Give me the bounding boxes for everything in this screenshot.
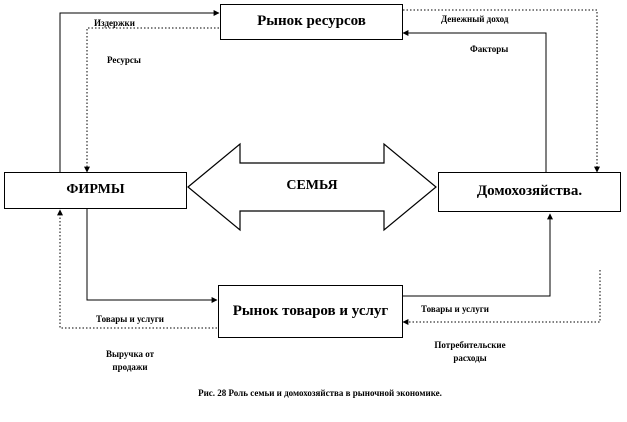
arrow-resources bbox=[84, 27, 219, 173]
revenue-label-line1: Выручка от bbox=[105, 349, 155, 359]
arrow-goods-to-market bbox=[86, 206, 218, 303]
arrow-factors bbox=[402, 30, 547, 172]
arrow-revenue bbox=[57, 209, 217, 329]
arrow-goods-to-households bbox=[403, 213, 553, 297]
figure-caption: Рис. 28 Роль семьи и домохозяйства в рын… bbox=[198, 388, 442, 398]
goods-market-node: Рынок товаров и услуг bbox=[218, 285, 403, 338]
factors-label: Факторы bbox=[470, 44, 509, 54]
revenue-label: Выручка от продажи bbox=[90, 349, 170, 372]
revenue-label-line2: продажи bbox=[112, 362, 148, 372]
resources-label: Ресурсы bbox=[107, 55, 141, 65]
costs-label: Издержки bbox=[94, 18, 135, 28]
resource-market-title: Рынок ресурсов bbox=[257, 13, 366, 30]
firms-title: ФИРМЫ bbox=[66, 182, 125, 198]
households-title: Домохозяйства. bbox=[476, 183, 583, 200]
consumer-spending-label-line1: Потребительские bbox=[434, 340, 506, 350]
goods-right-label: Товары и услуги bbox=[421, 304, 489, 314]
consumer-spending-label-line2: расходы bbox=[453, 353, 487, 363]
goods-left-label: Товары и услуги bbox=[96, 314, 164, 324]
arrow-costs bbox=[59, 10, 220, 172]
money-income-label: Денежный доход bbox=[441, 14, 509, 24]
resource-market-node: Рынок ресурсов bbox=[220, 4, 403, 40]
consumer-spending-label: Потребительские расходы bbox=[415, 340, 525, 363]
firms-node: ФИРМЫ bbox=[4, 172, 187, 209]
goods-market-title: Рынок товаров и услуг bbox=[232, 302, 389, 319]
arrow-consumer-spending bbox=[402, 270, 601, 325]
family-label: СЕМЬЯ bbox=[286, 178, 338, 193]
arrow-money-income bbox=[403, 9, 600, 173]
households-node: Домохозяйства. bbox=[438, 172, 621, 212]
double-arrow-shape bbox=[187, 142, 437, 232]
